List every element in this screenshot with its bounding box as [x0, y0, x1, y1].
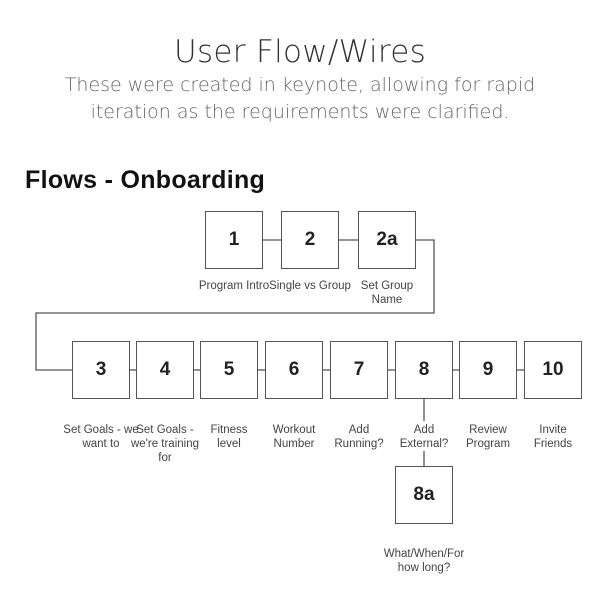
step-box: 8 — [395, 341, 453, 399]
step-box: 5 — [200, 341, 258, 399]
step-caption: What/When/For how long? — [383, 548, 465, 574]
step-caption: Invite Friends — [533, 424, 573, 450]
step-box: 6 — [265, 341, 323, 399]
step-box: 10 — [524, 341, 582, 399]
step-caption: Program Intro — [198, 280, 270, 292]
step-caption: Set Goals - we want to — [63, 424, 139, 450]
step-box: 7 — [330, 341, 388, 399]
step-box: 8a — [395, 466, 453, 524]
step-box: 9 — [459, 341, 517, 399]
page-title: User Flow/Wires — [173, 34, 427, 70]
step-caption: Workout Number — [272, 424, 316, 450]
step-caption: Set Group Name — [360, 280, 414, 306]
step-box: 4 — [136, 341, 194, 399]
step-caption: Fitness level — [210, 424, 248, 450]
step-box: 3 — [72, 341, 130, 399]
step-caption: Add Running? — [334, 424, 384, 450]
step-box: 2a — [358, 211, 416, 269]
step-box: 1 — [205, 211, 263, 269]
page-subtitle: These were created in keynote, allowing … — [64, 74, 536, 123]
connector-2a-3 — [35, 239, 435, 371]
step-caption: Review Program — [465, 424, 511, 450]
step-caption: Single vs Group — [269, 280, 351, 292]
section-heading: Flows - Onboarding — [25, 166, 266, 194]
step-caption: Add External? — [390, 423, 458, 451]
step-caption: Set Goals - we're training for — [130, 424, 200, 464]
step-box: 2 — [281, 211, 339, 269]
